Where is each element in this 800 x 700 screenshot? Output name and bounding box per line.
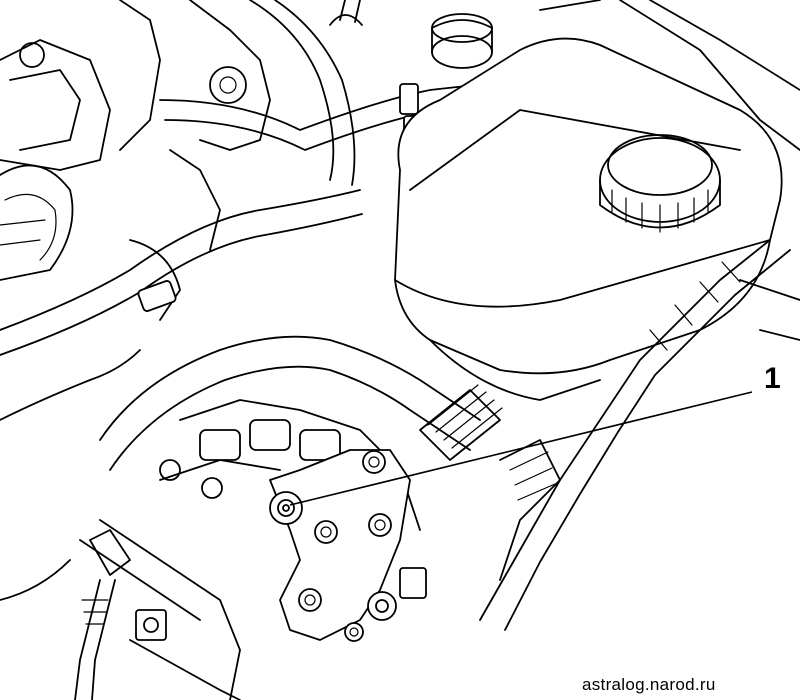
mounting-bracket (269, 449, 427, 642)
callout-leader-line (289, 391, 753, 506)
engine-top-left (0, 0, 271, 281)
callout-label-1: 1 (764, 362, 781, 395)
expansion-tank (394, 37, 783, 401)
corrugated-clamp (419, 384, 561, 581)
top-caps (431, 0, 800, 151)
right-hose (479, 239, 800, 631)
watermark-text: astralog.narod.ru (582, 675, 716, 694)
bottom-left-parts (0, 529, 241, 700)
middle-hoses (0, 189, 481, 471)
